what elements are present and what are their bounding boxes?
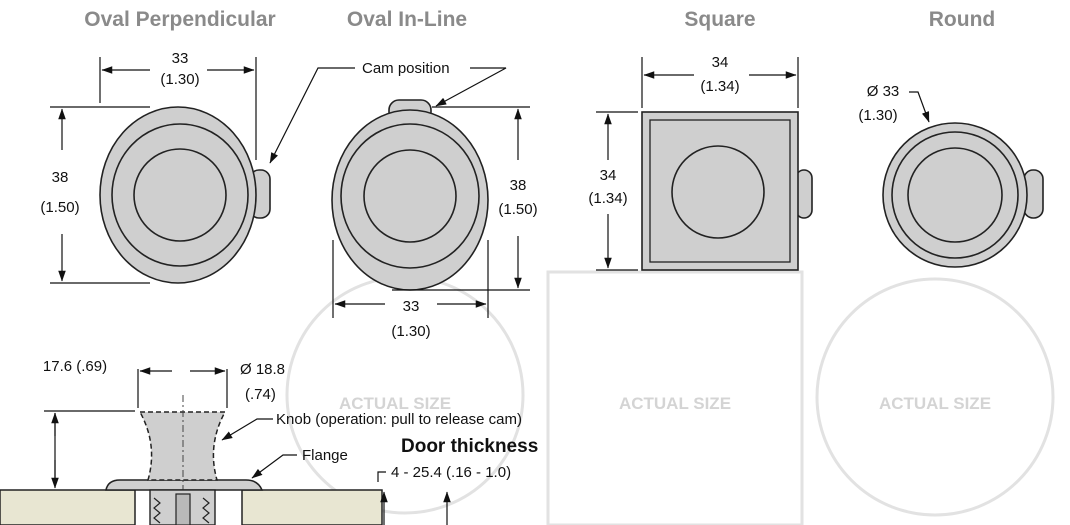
op-height-in: (1.50) (40, 199, 79, 216)
actual-size-watermarks: ACTUAL SIZE ACTUAL SIZE ACTUAL SIZE (285, 270, 1055, 525)
sq-height-in: (1.34) (588, 190, 627, 207)
oval-inline-knob (363, 149, 457, 243)
oi-width-in: (1.30) (391, 323, 430, 340)
round-dimensions: Ø 33 (1.30) (858, 83, 930, 124)
actual-size-label-round: ACTUAL SIZE (879, 394, 991, 413)
square-dimensions: 34 (1.34) 34 (1.34) (588, 54, 799, 271)
knob-dia-in: (.74) (245, 386, 276, 403)
round-dia-mm: Ø 33 (867, 83, 900, 100)
actual-size-square (546, 270, 804, 525)
title-oval-inline: Oval In-Line (347, 8, 467, 31)
square-view (641, 111, 813, 271)
round-view (882, 122, 1044, 268)
oval-inline-dimensions: 38 (1.50) 33 (1.30) (332, 106, 538, 340)
knob-label: Knob (operation: pull to release cam) (276, 411, 522, 428)
oval-perpendicular-view (99, 106, 271, 284)
cam-position-label: Cam position (362, 60, 450, 77)
side-view-dimensions: 17.6 (.69) Ø 18.8 (.74) Knob (operation:… (43, 358, 538, 525)
thread-right (202, 497, 210, 524)
side-height: 17.6 (.69) (43, 358, 107, 375)
actual-size-circle-round (815, 277, 1055, 517)
op-width-mm: 33 (172, 50, 189, 67)
sq-width-in: (1.34) (700, 78, 739, 95)
oval-perpendicular-knob (133, 148, 227, 242)
side-view (0, 395, 383, 525)
oi-width-mm: 33 (403, 298, 420, 315)
thread-left (153, 497, 161, 524)
actual-size-label-square: ACTUAL SIZE (619, 394, 731, 413)
oi-height-in: (1.50) (498, 201, 537, 218)
cam-position-callout: Cam position (269, 60, 507, 164)
oval-inline-view (331, 99, 489, 291)
op-width-in: (1.30) (160, 71, 199, 88)
title-square: Square (684, 8, 755, 31)
sq-width-mm: 34 (712, 54, 729, 71)
square-knob (671, 145, 765, 239)
door-right (241, 489, 383, 525)
knob-dia-mm: Ø 18.8 (240, 361, 285, 378)
door-thickness-title: Door thickness (401, 436, 538, 457)
door-left (0, 489, 136, 525)
title-round: Round (929, 8, 995, 31)
door-thickness-range: 4 - 25.4 (.16 - 1.0) (391, 464, 511, 481)
round-knob (907, 147, 1003, 243)
flange (105, 479, 264, 491)
door-bracket (377, 471, 386, 482)
actual-size-label-oval: ACTUAL SIZE (339, 394, 451, 413)
flange-label: Flange (302, 447, 348, 464)
op-height-mm: 38 (52, 169, 69, 186)
sq-height-mm: 34 (600, 167, 617, 184)
oval-perpendicular-dimensions: 33 (1.30) 38 (1.50) (40, 50, 257, 284)
oi-height-mm: 38 (510, 177, 527, 194)
round-dia-in: (1.30) (858, 107, 897, 124)
center-pin (175, 493, 191, 525)
title-oval-perpendicular: Oval Perpendicular (84, 8, 275, 31)
